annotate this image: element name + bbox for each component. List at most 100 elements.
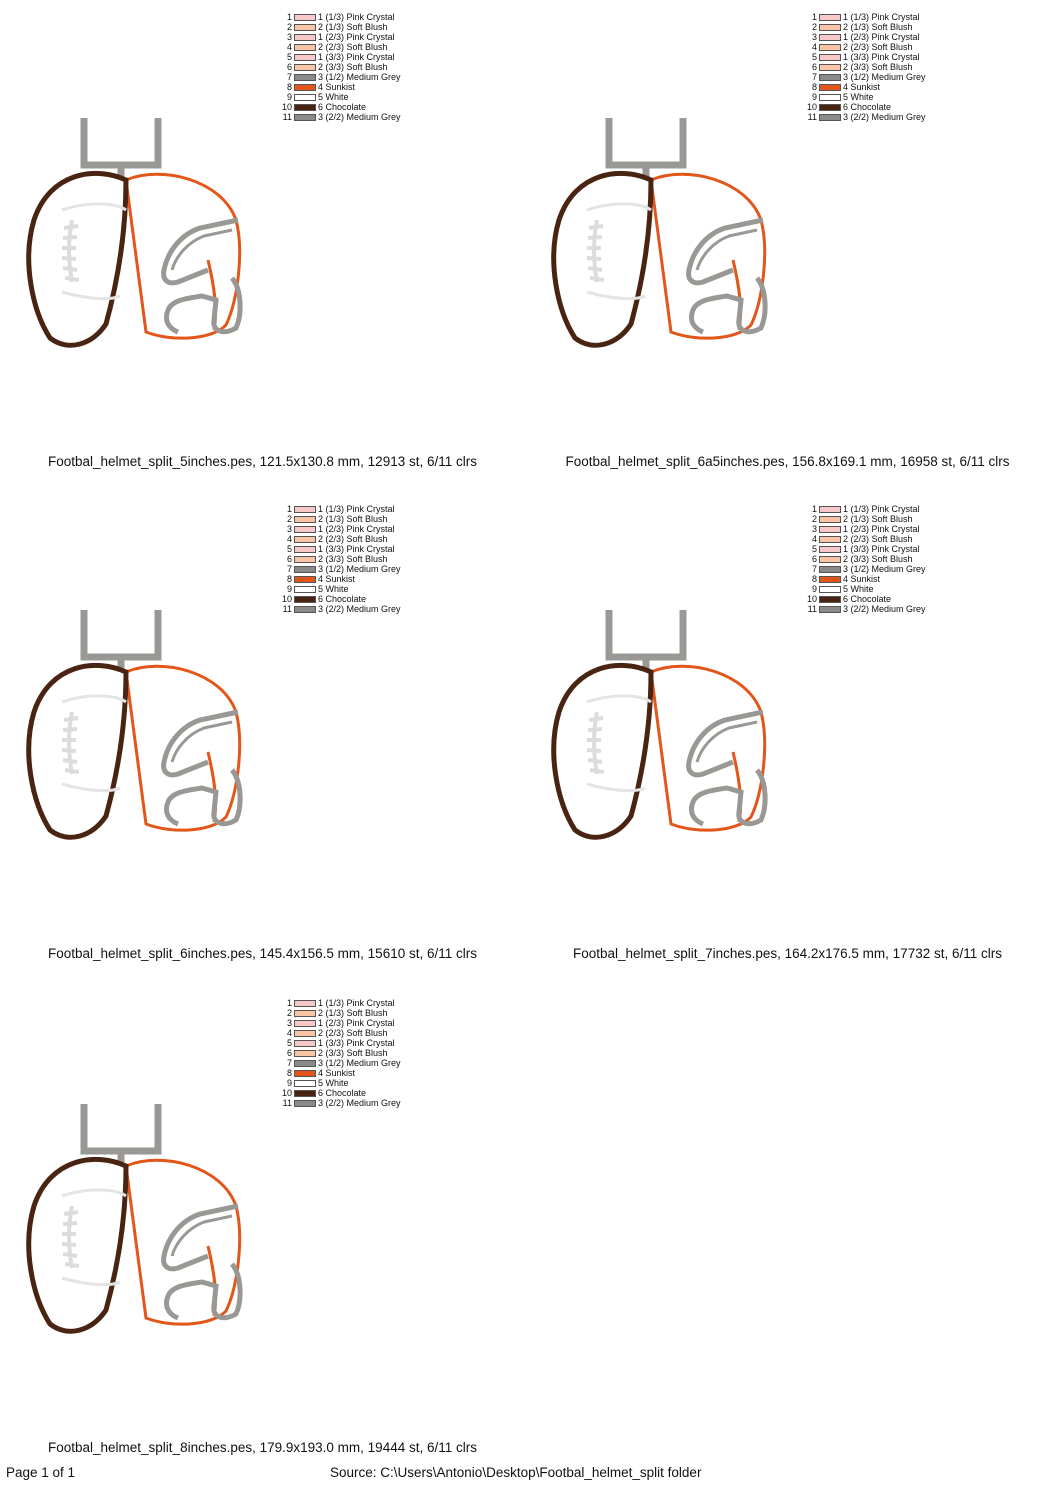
- legend-label: 3 (2/2) Medium Grey: [318, 112, 401, 122]
- thread-color-swatch: [294, 43, 316, 51]
- legend-number: 7: [811, 72, 817, 82]
- legend-number: 2: [286, 514, 292, 524]
- thread-color-swatch: [819, 103, 841, 111]
- legend-number: 7: [286, 1058, 292, 1068]
- football: [26, 1156, 129, 1334]
- legend-label: 2 (3/3) Soft Blush: [843, 62, 913, 72]
- thread-color-swatch: [294, 1079, 316, 1087]
- football-helmet-art: [551, 610, 768, 840]
- thread-color-swatch: [819, 525, 841, 533]
- legend-label: 5 White: [318, 92, 349, 102]
- legend-label: 1 (3/3) Pink Crystal: [318, 52, 395, 62]
- thread-color-swatch: [294, 23, 316, 31]
- thread-color-swatch: [294, 1089, 316, 1097]
- embroidery-design: [22, 602, 252, 842]
- legend-number: 9: [286, 584, 292, 594]
- legend-number: 10: [281, 102, 292, 112]
- legend-label: 2 (2/3) Soft Blush: [843, 534, 913, 544]
- legend-number: 4: [286, 42, 292, 52]
- legend-number: 10: [281, 1088, 292, 1098]
- embroidery-design: [22, 110, 252, 350]
- football-stripe-lower: [61, 1276, 121, 1287]
- thread-color-swatch: [819, 605, 841, 613]
- legend-label: 3 (2/2) Medium Grey: [843, 112, 926, 122]
- thread-color-swatch: [294, 1049, 316, 1057]
- legend-label: 2 (1/3) Soft Blush: [843, 514, 913, 524]
- thread-color-swatch: [294, 595, 316, 603]
- legend-number: 8: [286, 1068, 292, 1078]
- thread-color-swatch: [819, 23, 841, 31]
- football-stripe: [61, 202, 127, 212]
- legend-label: 1 (3/3) Pink Crystal: [843, 544, 920, 554]
- legend-number: 3: [286, 1018, 292, 1028]
- legend-label: 3 (1/2) Medium Grey: [318, 564, 401, 574]
- legend-number: 6: [811, 554, 817, 564]
- design-caption: Footbal_helmet_split_7inches.pes, 164.2x…: [572, 946, 1002, 961]
- legend-label: 6 Chocolate: [843, 594, 892, 604]
- legend-number: 3: [286, 32, 292, 42]
- thread-color-swatch: [294, 535, 316, 543]
- legend-row: 7 3 (1/2) Medium Grey: [280, 564, 401, 574]
- thread-color-swatch: [819, 33, 841, 41]
- legend-row: 11 3 (2/2) Medium Grey: [280, 112, 401, 122]
- football-stripe-lower: [586, 782, 646, 793]
- football-helmet-art: [551, 118, 768, 348]
- legend-label: 1 (1/3) Pink Crystal: [318, 12, 395, 22]
- thread-color-swatch: [294, 1009, 316, 1017]
- legend-number: 7: [286, 564, 292, 574]
- legend-label: 3 (2/2) Medium Grey: [318, 1098, 401, 1108]
- legend-number: 11: [282, 112, 292, 122]
- legend-number: 8: [286, 82, 292, 92]
- legend-number: 1: [811, 12, 817, 22]
- legend-number: 8: [286, 574, 292, 584]
- thread-color-swatch: [819, 113, 841, 121]
- legend-label: 3 (1/2) Medium Grey: [843, 564, 926, 574]
- football-stripe-lower: [61, 782, 121, 793]
- thread-color-swatch: [294, 1019, 316, 1027]
- football: [26, 662, 129, 840]
- legend-label: 2 (1/3) Soft Blush: [318, 514, 388, 524]
- legend-label: 2 (1/3) Soft Blush: [843, 22, 913, 32]
- facemask-bottom: [163, 768, 243, 827]
- legend-label: 2 (3/3) Soft Blush: [843, 554, 913, 564]
- goalpost: [605, 610, 687, 661]
- legend-number: 9: [811, 92, 817, 102]
- legend-row: 2 2 (1/3) Soft Blush: [280, 514, 401, 524]
- legend-number: 2: [811, 514, 817, 524]
- legend-label: 1 (2/3) Pink Crystal: [318, 524, 395, 534]
- legend-label: 2 (2/3) Soft Blush: [843, 42, 913, 52]
- facemask-top-inner: [695, 228, 758, 271]
- facemask-bottom: [688, 768, 768, 827]
- legend-number: 1: [286, 504, 292, 514]
- embroidery-design: [22, 1096, 252, 1336]
- helmet-shell: [649, 172, 767, 340]
- legend-label: 4 Sunkist: [318, 1068, 356, 1078]
- thread-color-swatch: [294, 103, 316, 111]
- design-caption: Footbal_helmet_split_6a5inches.pes, 156.…: [565, 454, 1010, 469]
- thread-color-swatch: [294, 53, 316, 61]
- legend-number: 4: [286, 534, 292, 544]
